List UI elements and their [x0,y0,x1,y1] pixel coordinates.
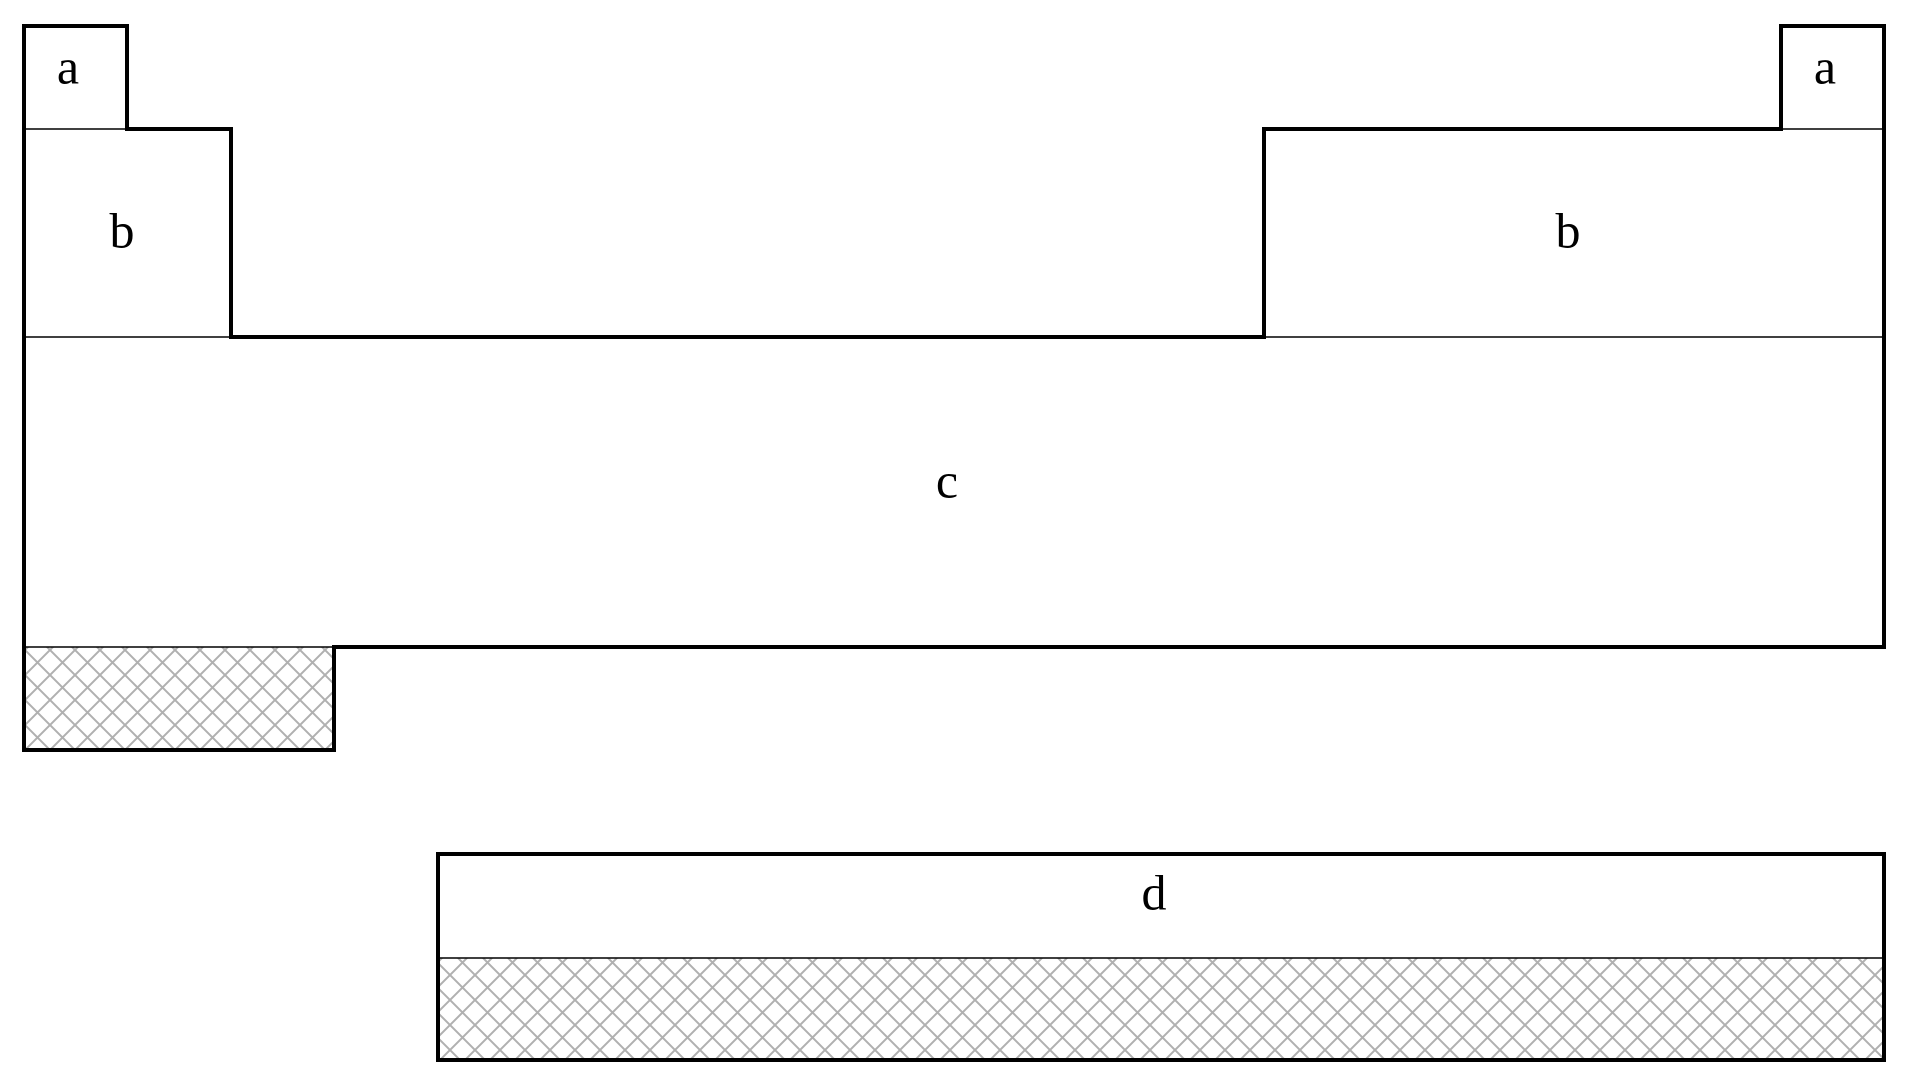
label-a-right: a [1814,38,1836,94]
label-a-left: a [57,38,79,94]
label-b-left: b [110,202,135,258]
label-d: d [1142,864,1167,920]
hatched-region-left [24,647,334,750]
d-block-outline [436,852,1886,1062]
main-block-outline [22,24,1886,752]
label-c: c [936,452,958,508]
label-b-right: b [1556,202,1581,258]
hatched-region-d [438,958,1884,1060]
